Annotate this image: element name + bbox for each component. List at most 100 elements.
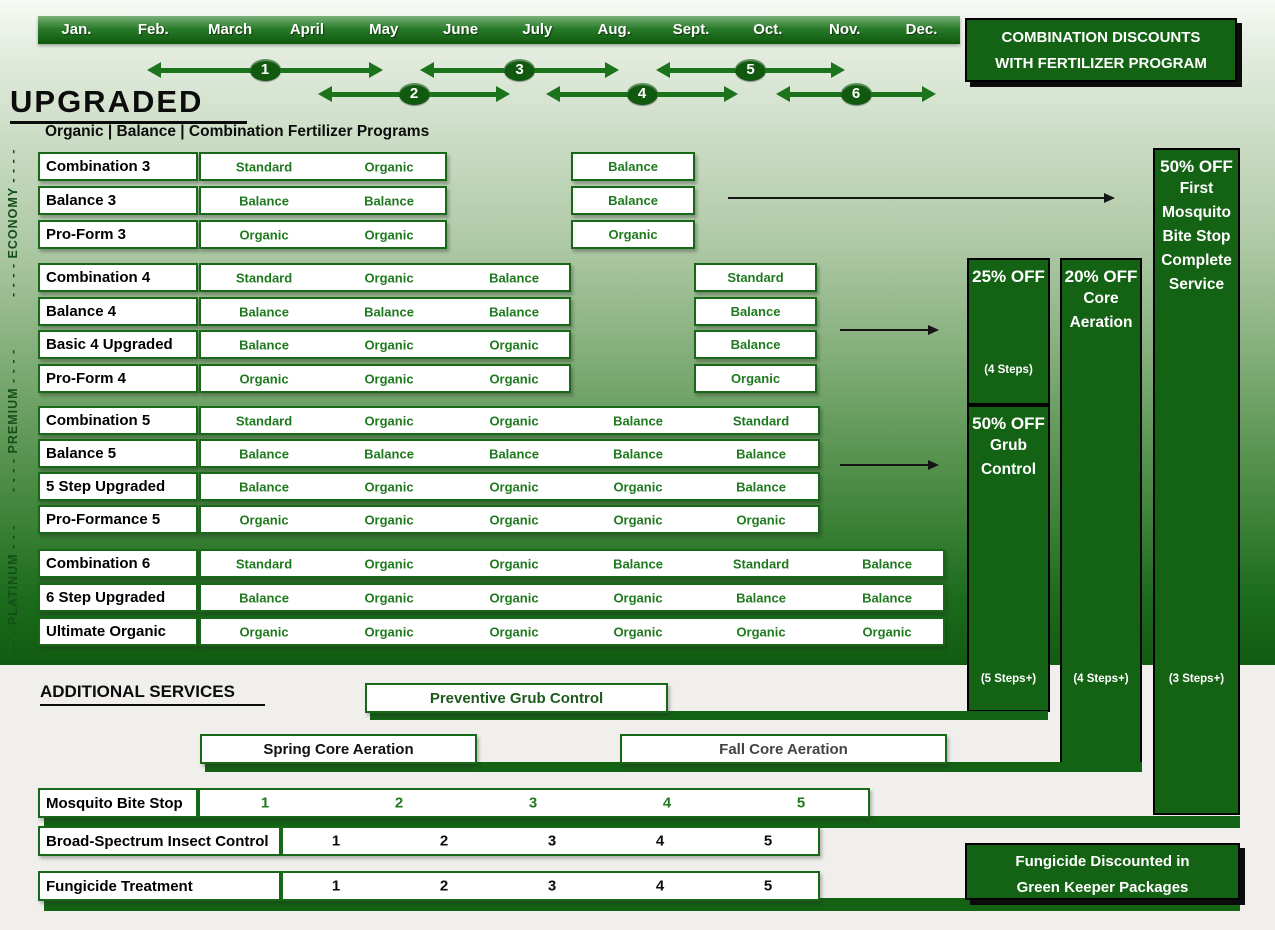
program-step: Organic: [489, 479, 539, 494]
arrow-number-badge: 5: [735, 59, 766, 81]
month-label: Jan.: [61, 21, 92, 38]
banner-line: Green Keeper Packages: [1016, 879, 1189, 896]
program-schedule: Standard Organic Organic Balance Standar…: [199, 406, 820, 435]
program-step: Balance: [489, 304, 539, 319]
step-number: 4: [655, 877, 665, 895]
discount-note: (5 Steps+): [980, 673, 1037, 685]
discount-line: First: [1179, 180, 1214, 197]
month-label: April: [289, 21, 324, 38]
program-schedule: Organic Organic Organic Organic Organic: [199, 505, 820, 534]
banner-line: WITH FERTILIZER PROGRAM: [995, 55, 1207, 72]
program-schedule: Organic Organic Organic Organic Organic …: [199, 617, 945, 646]
program-step: Organic: [489, 413, 539, 428]
program-step: Organic: [613, 479, 663, 494]
program-step: Organic: [239, 371, 289, 386]
program-step: Balance: [239, 193, 289, 208]
program-step: Organic: [239, 624, 289, 639]
arrow-line: [434, 67, 505, 73]
program-schedule: Organic Organic Organic: [199, 364, 571, 393]
program-schedule: Standard Organic Organic Balance Standar…: [199, 549, 945, 578]
arrow-number-badge: 1: [249, 59, 281, 81]
discount-column-25-off: 25% OFF (4 Steps): [967, 258, 1050, 405]
program-schedule: Organic Organic: [199, 220, 447, 249]
arrow-line: [790, 91, 842, 97]
discount-title: 25% OFF: [972, 267, 1045, 286]
fall-core-aeration-box: Fall Core Aeration: [620, 734, 947, 764]
arrowhead-left-icon: [546, 86, 560, 102]
arrowhead-left-icon: [776, 86, 790, 102]
program-row: Pro-Form 3 Organic Organic: [38, 220, 447, 249]
program-schedule: Balance Balance Balance Balance Balance: [199, 439, 820, 468]
program-step: Balance: [239, 446, 289, 461]
program-step: Balance: [613, 446, 663, 461]
program-label: 5 Step Upgraded: [38, 472, 198, 501]
program-step: Balance: [239, 479, 289, 494]
program-label: Combination 6: [38, 549, 198, 578]
discount-note: (4 Steps): [984, 364, 1033, 376]
program-step: Organic: [364, 479, 414, 494]
program-row: Pro-Formance 5 Organic Organic Organic O…: [38, 505, 820, 534]
program-row: Combination 5 Standard Organic Organic B…: [38, 406, 820, 435]
program-step: Organic: [239, 512, 289, 527]
discount-column-core-aeration: 20% OFF Core Aeration (4 Steps+): [1060, 258, 1142, 765]
step-number: 4: [662, 794, 672, 812]
arrow-line: [534, 67, 605, 73]
banner-line: Fungicide Discounted in: [1015, 853, 1190, 870]
program-schedule: Balance Organic Organic: [199, 330, 571, 359]
fungicide-discount-banner: Fungicide Discounted in Green Keeper Pac…: [965, 843, 1240, 900]
discount-line: Aeration: [1069, 314, 1133, 331]
program-step: Organic: [489, 371, 539, 386]
month-label: March: [207, 21, 253, 38]
program-label: Pro-Form 4: [38, 364, 198, 393]
month-header-bar: Jan. Feb. March April May June July Aug.…: [38, 16, 960, 44]
discount-line: Grub: [989, 437, 1028, 454]
service-row-label: Mosquito Bite Stop: [38, 788, 198, 818]
service-row-schedule: 1 2 3 4 5: [198, 788, 870, 818]
program-step: Standard: [732, 413, 790, 428]
program-step: Balance: [736, 479, 786, 494]
program-step: Balance: [489, 446, 539, 461]
service-row-label: Fungicide Treatment: [38, 871, 281, 901]
tier-label-platinum: - - - PLATINUM - - -: [6, 524, 20, 655]
combination-discounts-banner: COMBINATION DISCOUNTS WITH FERTILIZER PR…: [965, 18, 1237, 82]
arrow-line: [656, 91, 724, 97]
program-schedule: Balance Balance Balance: [199, 297, 571, 326]
arrow-line: [870, 91, 922, 97]
program-step: Standard: [235, 159, 293, 174]
step-number: 3: [528, 794, 538, 812]
discount-line: Mosquito: [1162, 204, 1231, 221]
program-row: Basic 4 Upgraded Balance Organic Organic: [38, 330, 571, 359]
arrowhead-left-icon: [656, 62, 670, 78]
arrowhead-right-icon: [922, 86, 936, 102]
program-step: Organic: [239, 227, 289, 242]
program-row: Pro-Form 4 Organic Organic Organic: [38, 364, 571, 393]
arrow-line: [670, 67, 736, 73]
arrowhead-left-icon: [147, 62, 161, 78]
discount-line: Bite Stop: [1162, 228, 1231, 245]
step-number: 3: [547, 832, 557, 850]
discount-note: (3 Steps+): [1168, 673, 1225, 685]
pointer-arrow: [728, 193, 1115, 203]
tier-label-economy: - - - - ECONOMY - - - -: [6, 148, 20, 297]
month-label: Aug.: [597, 21, 631, 38]
step-number: 5: [796, 794, 806, 812]
program-row: Combination 6 Standard Organic Organic B…: [38, 549, 945, 578]
step-number: 4: [655, 832, 665, 850]
program-step: Balance: [239, 337, 289, 352]
program-step: Balance: [862, 590, 912, 605]
fall-step-box: Organic: [694, 364, 817, 393]
arrowhead-right-icon: [605, 62, 619, 78]
timeline-arrow-2: 2: [318, 83, 510, 105]
program-label: Balance 3: [38, 186, 198, 215]
service-row-label: Broad-Spectrum Insect Control: [38, 826, 281, 856]
service-row-schedule: 1 2 3 4 5: [281, 826, 820, 856]
arrow-line: [560, 91, 628, 97]
pointer-arrow: [840, 325, 939, 335]
discount-title: 20% OFF: [1064, 267, 1138, 286]
program-label: Pro-Form 3: [38, 220, 198, 249]
month-label: May: [369, 21, 399, 38]
month-label: June: [443, 21, 479, 38]
program-schedule: Balance Balance: [199, 186, 447, 215]
step-number: 1: [331, 877, 341, 895]
step-number: 2: [439, 832, 449, 850]
